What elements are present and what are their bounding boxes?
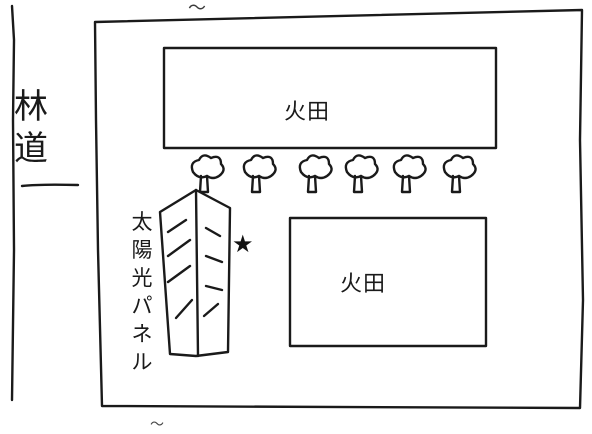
solar-label-char: ネ [131, 322, 153, 346]
tree-icon [344, 154, 379, 194]
tree-row [190, 154, 477, 194]
bottom-scribble: 〜 [150, 417, 164, 433]
road-label-char: 林 [14, 87, 48, 127]
tree-icon [392, 154, 427, 194]
solar-panel-shape [158, 188, 232, 358]
solar-label-char: 陽 [131, 238, 153, 262]
road-label-underline [20, 183, 80, 188]
tree-icon [190, 154, 225, 194]
solar-label-char: パ [131, 294, 153, 318]
star-marker: ★ [232, 230, 254, 258]
road-label: 林 道 [14, 86, 74, 170]
road-label-char: 道 [14, 129, 48, 169]
road-edge-line [10, 4, 16, 402]
tree-icon [442, 154, 477, 194]
solar-label-char: 光 [131, 266, 153, 290]
solar-label-char: ル [131, 350, 153, 374]
site-boundary [93, 8, 585, 410]
solar-label-char: 太 [131, 210, 153, 234]
top-scribble: 〜 [188, 0, 206, 19]
field-top [162, 46, 498, 150]
tree-icon [298, 154, 333, 194]
field-bottom [288, 216, 488, 348]
solar-panel-label: 太 陽 光 パ ネ ル [122, 208, 162, 376]
field-top-label: 火田 [284, 100, 331, 125]
field-bottom-label: 火田 [340, 272, 387, 297]
tree-icon [242, 154, 277, 194]
